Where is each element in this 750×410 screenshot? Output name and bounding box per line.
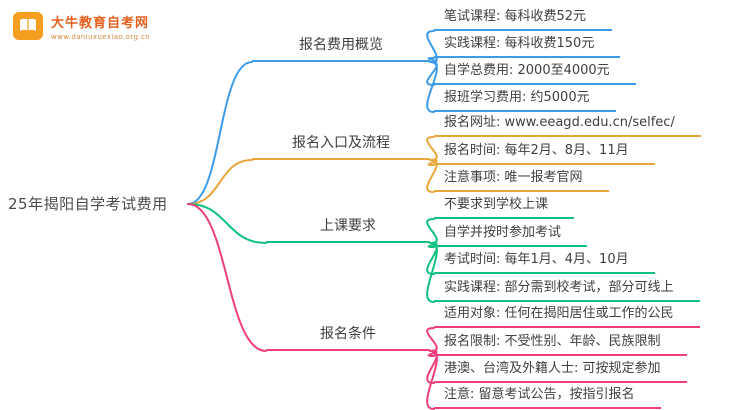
leaf-node: 报班学习费用: 约5000元 — [434, 90, 616, 112]
connectors-root — [187, 61, 267, 352]
leaf-node: 报名网址: www.eeagd.edu.cn/selfec/ — [434, 115, 701, 137]
leaf-node: 注意: 留意考试公告，按指引报名 — [434, 387, 661, 409]
leaf-node: 适用对象: 任何在揭阳居住或工作的公民 — [434, 306, 700, 328]
leaf-node: 报名限制: 不受性别、年龄、民族限制 — [434, 334, 687, 356]
branch-node-conditions: 报名条件 — [266, 325, 430, 351]
leaf-node: 报名时间: 每年2月、8月、11月 — [434, 143, 655, 165]
logo-title: 大牛教育自考网 — [51, 15, 150, 31]
logo-url: www.daniuxuexiao.org.cn — [51, 32, 151, 41]
leaf-node: 自学并按时参加考试 — [434, 225, 588, 247]
leaf-node: 不要求到学校上课 — [434, 197, 575, 219]
branch-node-fees: 报名费用概览 — [252, 36, 430, 62]
leaf-node: 笔试课程: 每科收费52元 — [434, 9, 613, 31]
logo-book-icon — [13, 12, 43, 40]
root-node: 25年揭阳自学考试费用 — [8, 195, 168, 213]
leaf-node: 港澳、台湾及外籍人士: 可按规定参加 — [434, 361, 687, 383]
leaf-node: 考试时间: 每年1月、4月、10月 — [434, 252, 655, 274]
site-logo: 大牛教育自考网 www.daniuxuexiao.org.cn — [12, 10, 150, 42]
leaf-node: 实践课程: 每科收费150元 — [434, 36, 621, 58]
branch-node-registration: 报名入口及流程 — [252, 134, 430, 160]
logo-text: 大牛教育自考网 www.daniuxuexiao.org.cn — [51, 12, 150, 41]
leaf-node: 注意事项: 唯一报考官网 — [434, 170, 609, 192]
leaf-node: 自学总费用: 2000至4000元 — [434, 63, 636, 85]
leaf-node: 实践课程: 部分需到校考试，部分可线上 — [434, 280, 700, 302]
branch-node-class: 上课要求 — [266, 217, 430, 243]
